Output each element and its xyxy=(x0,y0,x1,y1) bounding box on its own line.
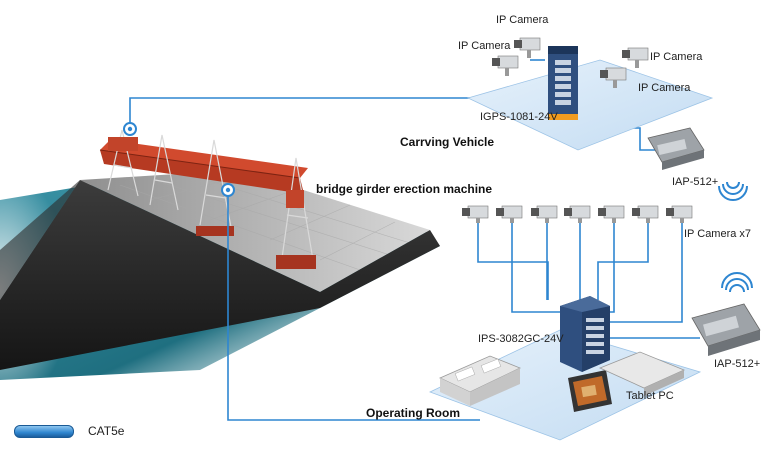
ip-camera-label: IP Camera xyxy=(650,51,703,63)
carving-vehicle-label: Carrving Vehicle xyxy=(400,135,495,149)
ip-camera-icon xyxy=(496,205,523,223)
iap-label-bottom: IAP-512+ xyxy=(714,358,761,370)
cable-node-vehicle xyxy=(123,122,137,136)
ips-switch-icon xyxy=(560,296,610,372)
switch-label-igps: IGPS-1081-24V xyxy=(480,111,558,123)
ip-camera-label: IP Camera xyxy=(638,82,691,94)
access-point-icon xyxy=(647,127,705,170)
ip-camera-icon xyxy=(632,205,659,223)
ip-camera-icon xyxy=(514,37,541,58)
camera-row xyxy=(462,205,693,223)
tablet-pc-label: Tablet PC xyxy=(626,390,674,402)
wireless-signal-icon xyxy=(721,272,753,293)
ip-camera-x7-label: IP Camera x7 xyxy=(684,228,752,240)
access-point-icon xyxy=(691,303,761,356)
ip-camera-icon xyxy=(492,55,519,76)
ip-camera-label: IP Camera xyxy=(458,40,511,52)
cat5e-cable-swatch xyxy=(14,424,74,438)
ip-camera-icon xyxy=(564,205,591,223)
ip-camera-icon xyxy=(600,67,627,88)
bridge-machine-label: bridge girder erection machine xyxy=(316,182,493,196)
ip-camera-icon xyxy=(462,205,489,223)
ip-camera-icon xyxy=(666,205,693,223)
legend: CAT5e xyxy=(14,424,124,438)
ip-camera-icon xyxy=(622,47,649,68)
bridge-scene xyxy=(0,129,440,390)
operating-room-label: Operating Room xyxy=(366,406,461,420)
cable-node-operating xyxy=(221,183,235,197)
ip-camera-icon xyxy=(598,205,625,223)
igps-switch-icon xyxy=(548,46,578,120)
switch-label-ips: IPS-3082GC-24V xyxy=(478,333,564,345)
monitor-icon xyxy=(568,370,612,412)
operator-console-icon xyxy=(439,355,521,406)
legend-label: CAT5e xyxy=(88,424,125,438)
wireless-signal-icon xyxy=(718,181,748,201)
iap-label-top: IAP-512+ xyxy=(672,176,719,188)
tablet-pc-icon xyxy=(598,351,686,396)
ip-camera-icon xyxy=(531,205,558,223)
ip-camera-label: IP Camera xyxy=(496,14,549,26)
